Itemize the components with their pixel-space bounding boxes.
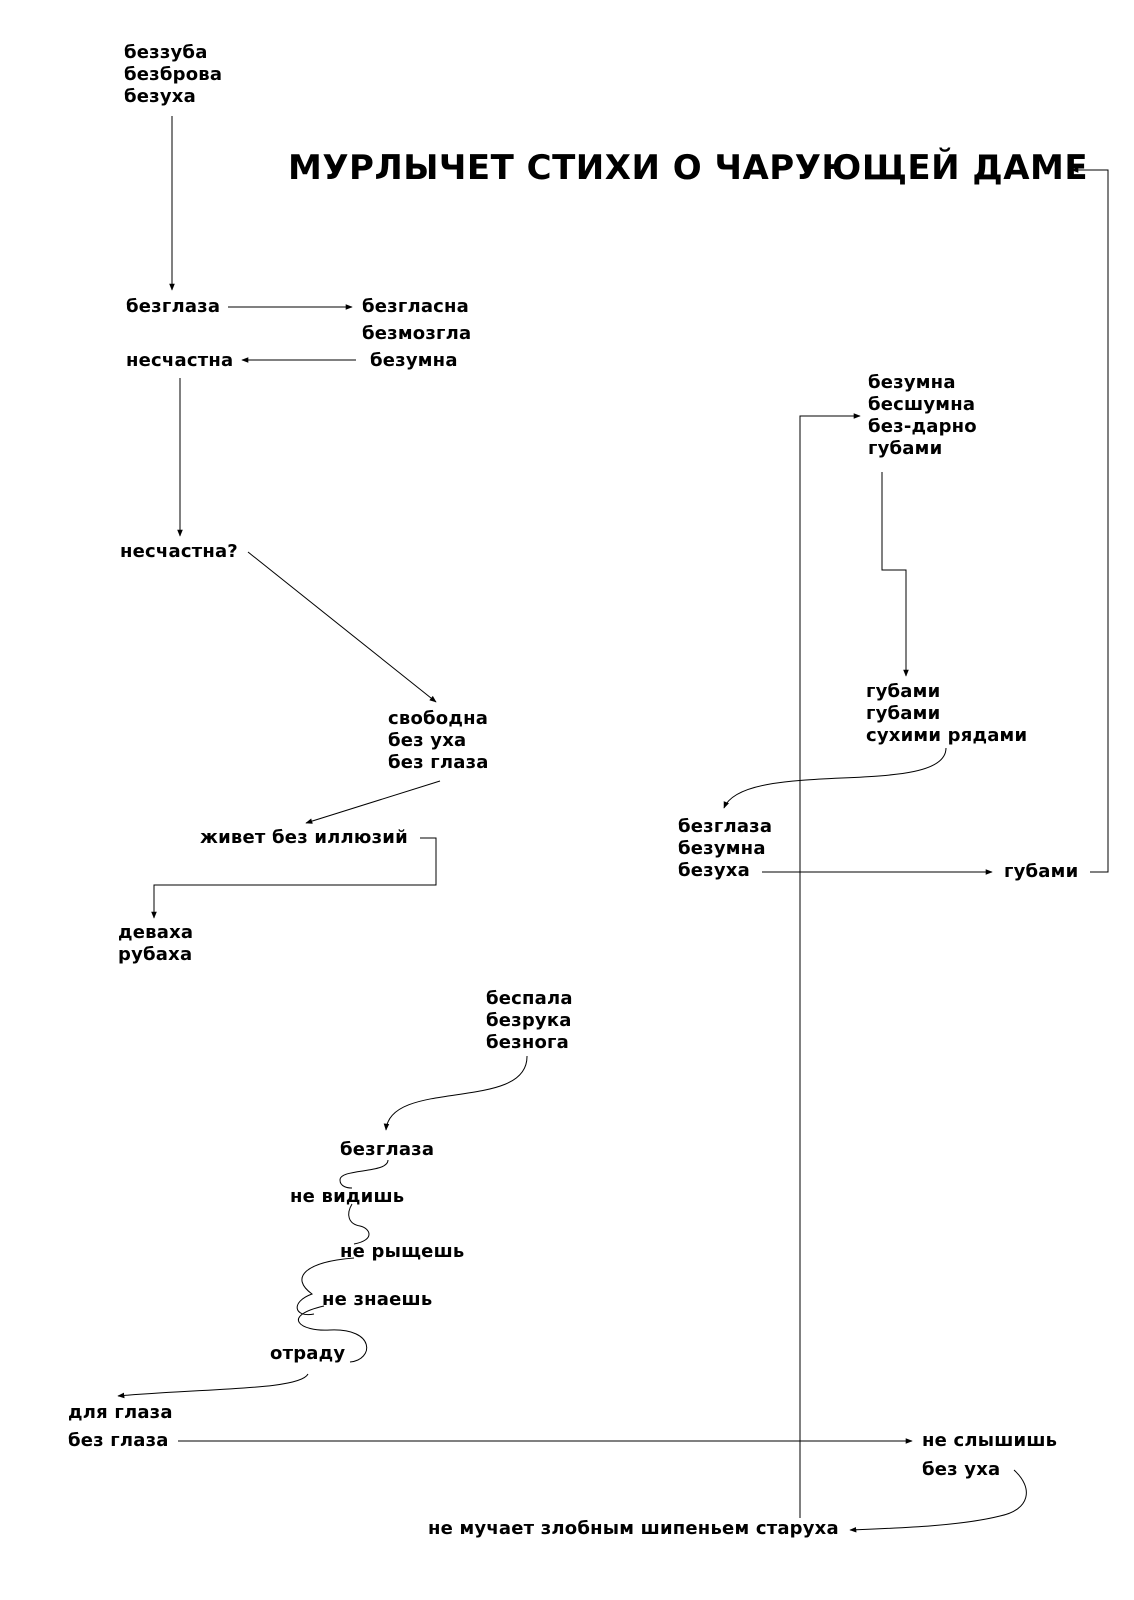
node-line: деваха [118,922,194,943]
squiggle-vidish-ryshchesh [348,1203,370,1245]
node-line: безглаза [678,816,773,837]
node-line: без-дарно [868,416,977,437]
node-bezglasna: безгласна [362,296,470,317]
node-svobodna: свободна без уха без глаза [388,708,489,774]
node-devaha: деваха рубаха [118,922,193,966]
node-line: безумна [678,838,766,859]
node-line: губами [866,681,941,702]
node-line: без глаза [388,752,489,773]
node-dlya-glaza: для глаза [68,1402,173,1423]
node-bezumna-1: безумна [370,350,458,371]
node-line: сухими рядами [866,725,1028,746]
node-gubami-block: губами губами сухими рядами [866,681,1027,747]
arrow-svobodna-to-zhivet [305,780,441,824]
node-line: без уха [388,730,467,751]
node-bez-glaza: без глаза [68,1430,169,1451]
node-line: безуха [678,860,750,881]
arrow-bezumna-block-to-gubami-block [881,472,909,677]
node-bezglaza-block: безглаза безумна безуха [678,816,772,882]
node-line: губами [868,438,943,459]
arrow-zhivet-to-devaha [151,837,437,919]
node-ne-znaesh: не знаешь [322,1289,433,1310]
arrow-bespala-to-bezglaza [383,1055,528,1131]
diagram-title: МУРЛЫЧЕТ СТИХИ О ЧАРУЮЩЕЙ ДАМЕ [288,148,1089,188]
arrow-otradu-to-dlya-glaza [117,1373,309,1399]
node-ne-ryshchesh: не рыщешь [340,1241,465,1262]
node-line: безброва [124,64,223,85]
node-neschastna-question: несчастна? [120,541,238,562]
squiggle-bezglaza-vidish [339,1159,389,1189]
node-zhivet: живет без иллюзий [200,827,408,848]
node-bezglaza-2: безглаза [340,1139,435,1160]
node-otradu: отраду [270,1343,346,1364]
node-ne-slyshish: не слышишь [922,1430,1058,1451]
node-bezumna-block: безумна бесшумна без-дарно губами [868,372,977,460]
node-line: безрука [486,1010,572,1031]
arrow-gubami-to-title [1071,167,1109,873]
node-line: бесшумна [868,394,976,415]
node-line: губами [866,703,941,724]
node-bez-uha: без уха [922,1459,1001,1480]
node-ne-vidish: не видишь [290,1186,405,1207]
node-bezmozgla: безмозгла [362,323,472,344]
node-gubami-end: губами [1004,861,1079,882]
arrow-gubami-block-to-bezglaza-block [723,747,947,809]
node-neschastna: несчастна [126,350,234,371]
arrow-question-to-svobodna [247,551,437,703]
arrow-ne-muchaet-to-bezumna-block [799,413,861,1518]
squiggle-ryshchesh-znaesh [296,1257,355,1316]
node-line: безуха [124,86,196,107]
node-line: беззуба [124,42,208,63]
node-line: безумна [868,372,956,393]
node-bezzuba: беззуба безброва безуха [124,42,222,108]
node-line: беспала [486,988,573,1009]
node-line: свободна [388,708,489,729]
node-line: безнога [486,1032,569,1053]
node-bespala: беспала безрука безнога [486,988,573,1054]
arrow-bez-uha-to-ne-muchaet [849,1469,1027,1533]
node-ne-muchaet: не мучает злобным шипеньем старуха [428,1518,839,1539]
node-line: рубаха [118,944,193,965]
node-bezglaza-1: безглаза [126,296,221,317]
squiggle-znaesh-otradu [298,1305,368,1363]
